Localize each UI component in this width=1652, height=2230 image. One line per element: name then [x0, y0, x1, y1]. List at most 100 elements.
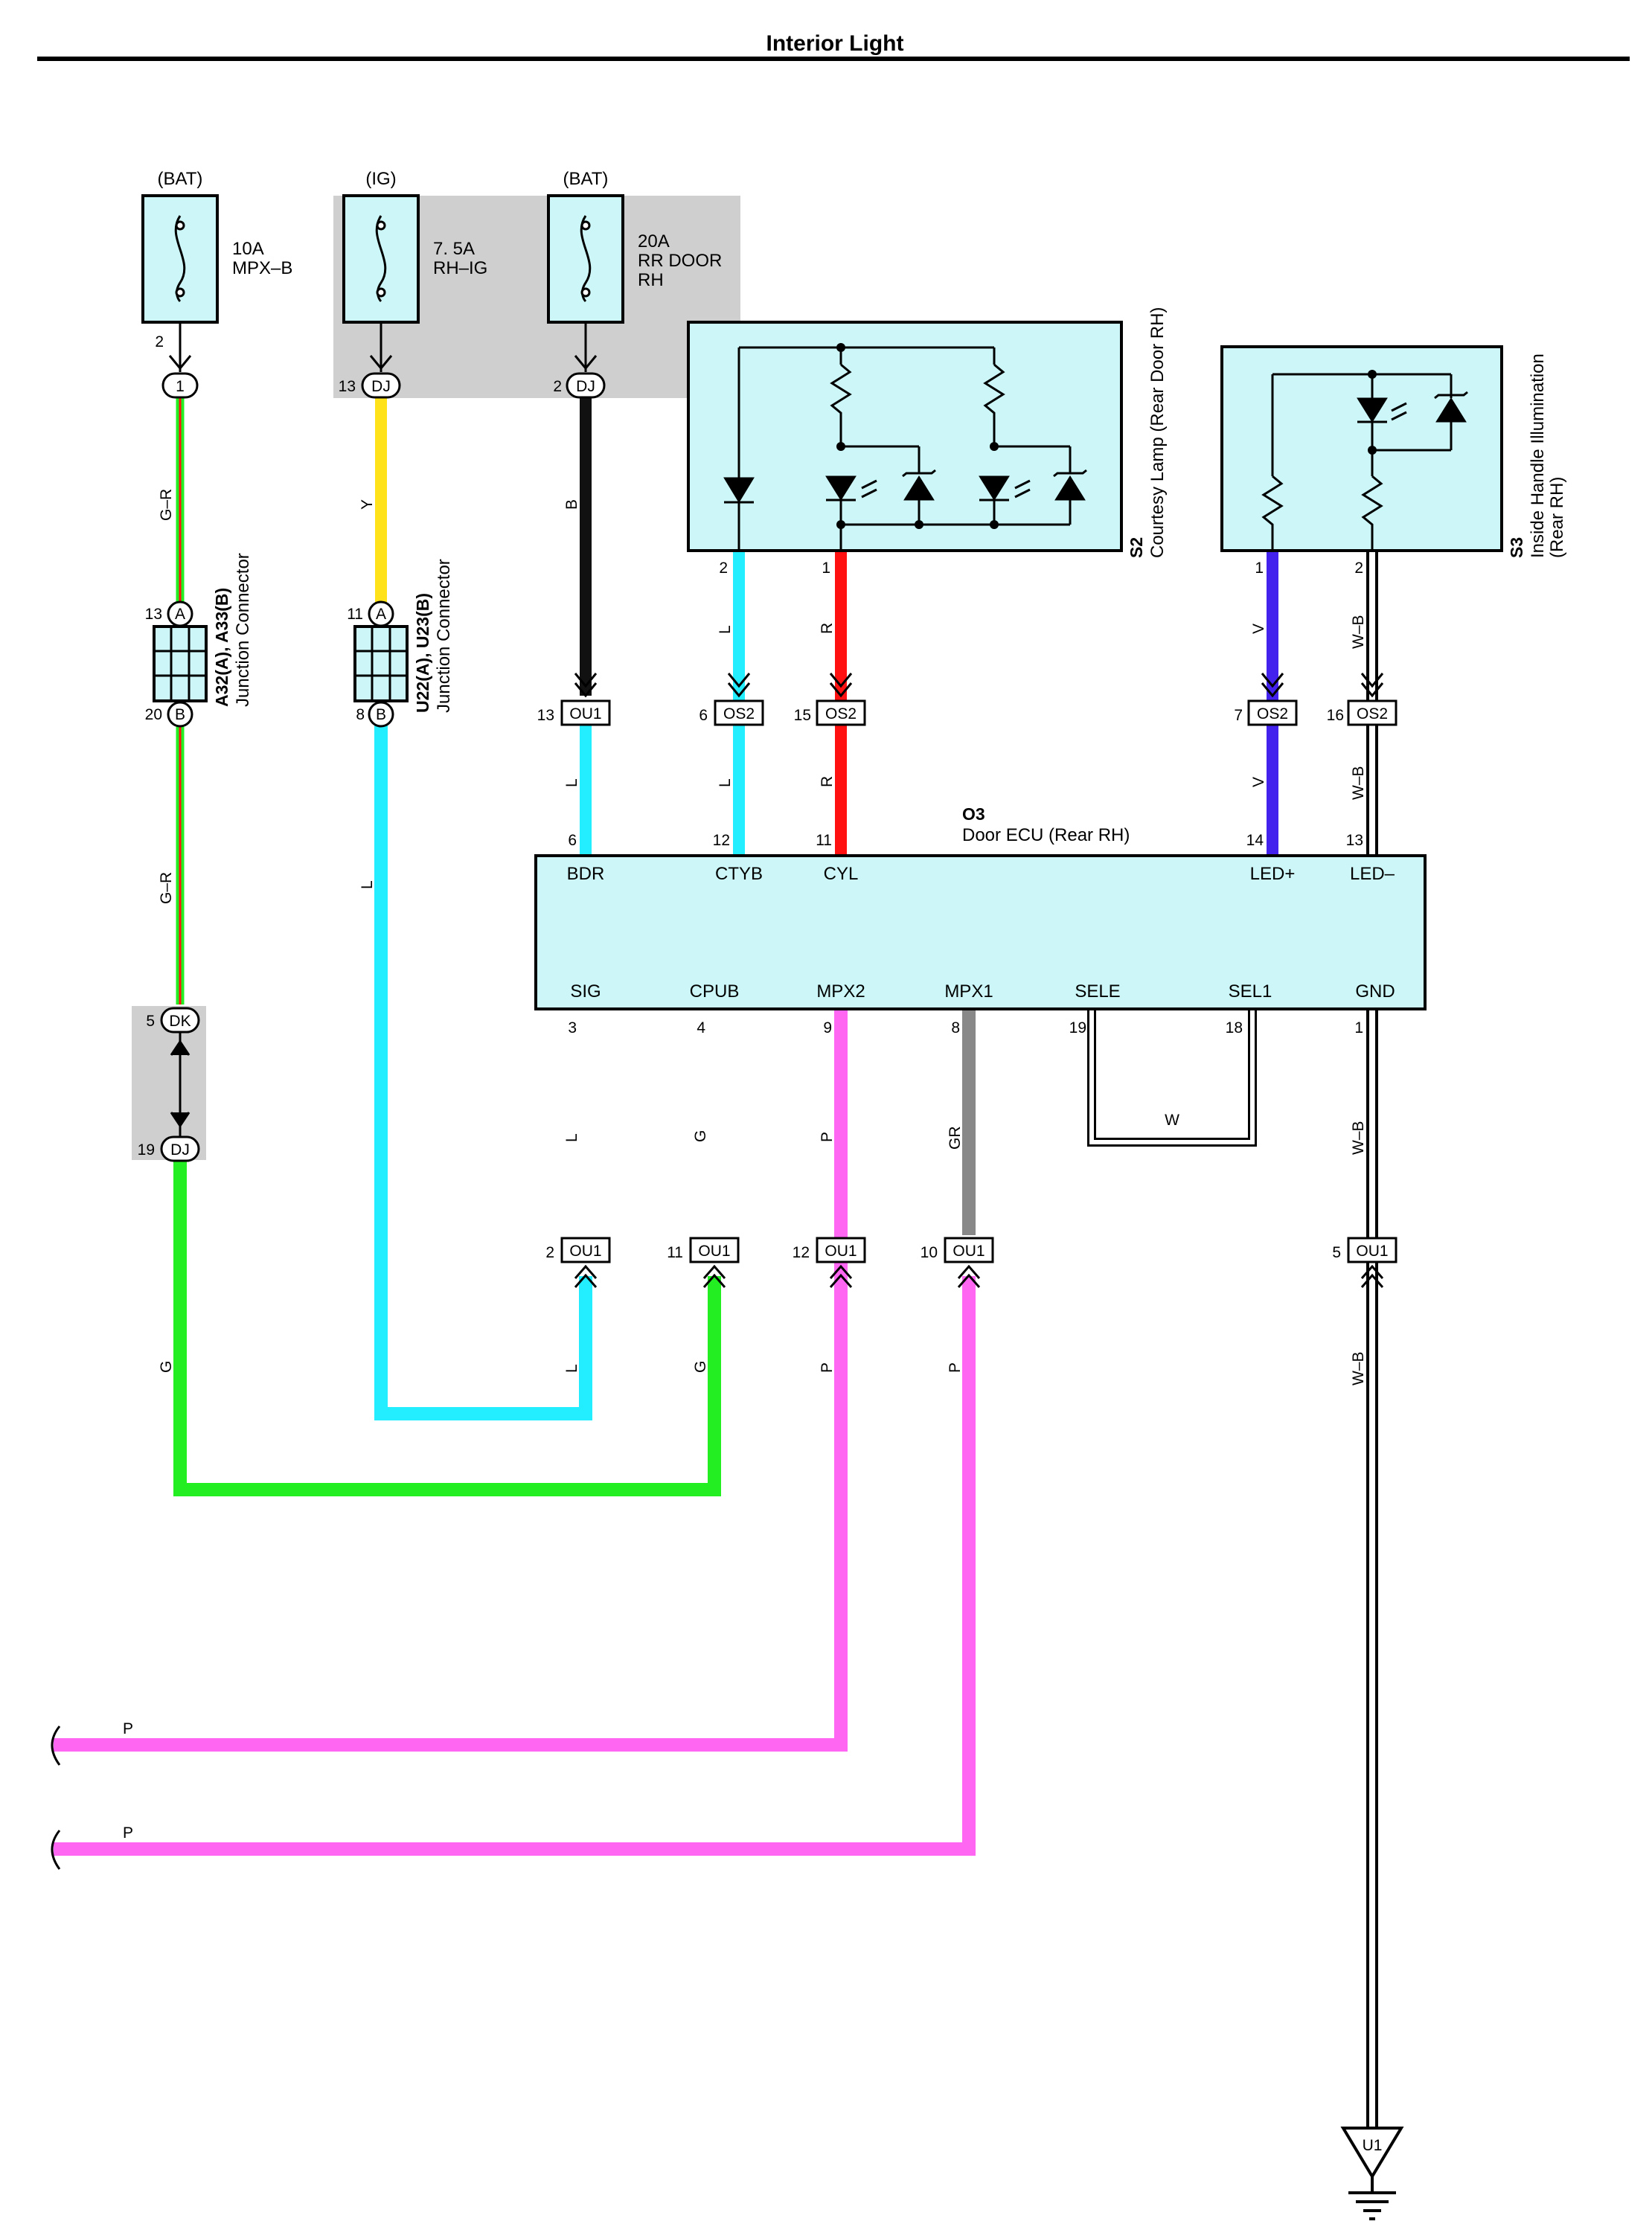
ground-u1: U1: [1340, 2127, 1404, 2220]
wire-p-mpx1: [54, 1276, 976, 1856]
s3-pin-1: 1: [1255, 560, 1264, 577]
resistor-icon: [983, 363, 1005, 446]
connector-ou1-13: 13 OU1: [537, 673, 611, 726]
wire-label: G: [158, 1361, 175, 1373]
wire-labels: G–R G–R G Y L B L R V W–B L L R V W–B L …: [158, 489, 1367, 1385]
fuse-terminal: [376, 287, 386, 298]
wire-end-p2: [51, 1830, 61, 1870]
fuse-icon: [174, 215, 186, 303]
handle-illumination-s3: 1 2 S3 Inside Handle Illumination (Rear …: [1220, 345, 1567, 577]
arrow-up-icon: [170, 1039, 191, 1056]
fuse-pin: 2: [553, 378, 562, 395]
connector-label: DK: [169, 1013, 191, 1030]
connector-label: OU1: [569, 705, 601, 722]
wire-label: R: [819, 776, 836, 787]
wire-label: P: [819, 1132, 836, 1142]
ecu-term-gnd: GND: [1355, 981, 1395, 1002]
dk-top-pin: 5: [146, 1013, 155, 1030]
ecu-term-bdr: BDR: [567, 864, 605, 884]
connector-tag: [361, 372, 401, 399]
arrow-up-icon: [1360, 1264, 1384, 1288]
ecu-term-mpx2: MPX2: [816, 981, 865, 1002]
fuse-source: (BAT): [158, 169, 203, 189]
connector-label: DJ: [170, 1141, 190, 1159]
junction-bottom-pin: 20: [145, 706, 162, 723]
ecu-term-mpx1: MPX1: [944, 981, 993, 1002]
connector-label: OS2: [825, 705, 857, 722]
connector-tag: [160, 1135, 200, 1162]
wire-label: Y: [359, 499, 376, 510]
ecu-pin-sig: 3: [568, 1019, 577, 1036]
bottom-connectors: 2 OU1 11 OU1 12 OU1 10 OU1 5 OU1: [545, 1237, 1398, 1288]
led-icon: [825, 475, 857, 501]
arrow-icon: [1261, 673, 1284, 698]
connector-pin: 13: [537, 707, 554, 724]
wire-label: L: [563, 1364, 580, 1373]
connector-ou1-2: 2 OU1: [545, 1237, 611, 1288]
junction-top-pin: 13: [145, 606, 162, 623]
fuse-name: RR DOOR: [638, 251, 722, 271]
junction-grid: [355, 627, 407, 701]
ecu-pin-mpx1: 8: [951, 1019, 960, 1036]
wire-label: W–B: [1350, 615, 1367, 649]
s3-name-2: (Rear RH): [1547, 477, 1567, 558]
arrow-down-icon: [170, 1112, 191, 1128]
junction-bottom-letter: B: [175, 706, 185, 723]
wire-l-sig: [374, 714, 592, 1420]
connector-pin: 11: [667, 1244, 683, 1261]
fuse-rating: 7. 5A: [433, 239, 475, 259]
ecu-term-sel1: SEL1: [1229, 981, 1272, 1002]
ecu-term-led-plus: LED+: [1250, 864, 1296, 884]
courtesy-lamp-s2: 2 1 S2 Courtesy Lamp (Rear Door RH): [687, 307, 1168, 577]
junction-bottom-letter-circle: [368, 701, 394, 728]
connector-label: OU1: [698, 1243, 730, 1260]
connector-tag: [944, 1237, 994, 1263]
connector-tag: [560, 1237, 611, 1263]
connector-label: OS2: [1357, 705, 1388, 722]
ecu-pin-led-plus: 14: [1246, 832, 1264, 849]
wire-label: W–B: [1350, 766, 1367, 800]
dk-dj-junction: 5 DK 19 DJ: [138, 1007, 200, 1162]
illumination-circuit: [1261, 370, 1468, 551]
wire-label: W: [1165, 1112, 1179, 1129]
wire-label: W–B: [1350, 1351, 1367, 1385]
connector-os2-15: 15 OS2: [794, 673, 866, 726]
junction-body: [353, 625, 409, 702]
connector-label: OU1: [569, 1243, 601, 1260]
led-icon: [1357, 397, 1388, 423]
fuse-terminal: [376, 220, 386, 231]
wire-label: GR: [947, 1127, 964, 1150]
wire-label: G–R: [158, 489, 175, 521]
s3-pin-2: 2: [1354, 560, 1363, 577]
arrow-icon: [369, 355, 393, 371]
ecu-pin-sel1: 18: [1226, 1019, 1243, 1036]
junction-a32-a33: 13 A B 20 A32(A), A33(B) Junction Connec…: [145, 553, 253, 728]
fuse-pin: 2: [155, 333, 164, 350]
connector-tag: [816, 1237, 866, 1263]
wire-label: L: [717, 778, 734, 787]
s3-code: S3: [1507, 537, 1526, 558]
connector-tag: [560, 699, 611, 726]
connector-pin: 12: [793, 1244, 810, 1261]
wire-w-sel-inner: [1089, 1009, 1255, 1144]
s3-name: Inside Handle Illumination: [1528, 353, 1548, 558]
connector-pin: 7: [1234, 707, 1243, 724]
wire-label: V: [1250, 777, 1267, 787]
wire-label: V: [1250, 624, 1267, 634]
fuse-rating: 10A: [232, 239, 264, 259]
fuse-source: (BAT): [563, 169, 609, 189]
fuse-rh-ig: (IG) 7. 5A RH–IG 13 DJ: [339, 169, 487, 399]
s2-code: S2: [1127, 537, 1146, 558]
wire-g-cpub: [173, 1161, 721, 1496]
ecu-term-cpub: CPUB: [690, 981, 740, 1002]
ecu-term-cyl: CYL: [824, 864, 859, 884]
led-ray-icon: [1014, 479, 1031, 499]
door-ecu-o3: O3 Door ECU (Rear RH) 6 BDR 12 CTYB 11 C…: [534, 804, 1427, 1036]
ecu-pin-sele: 19: [1069, 1019, 1086, 1036]
connector-os2-7: 7 OS2: [1234, 673, 1298, 726]
wire-label: B: [563, 499, 580, 510]
arrow-up-icon: [829, 1264, 853, 1288]
diode-icon: [723, 477, 755, 503]
page-title: Interior Light: [766, 31, 904, 56]
